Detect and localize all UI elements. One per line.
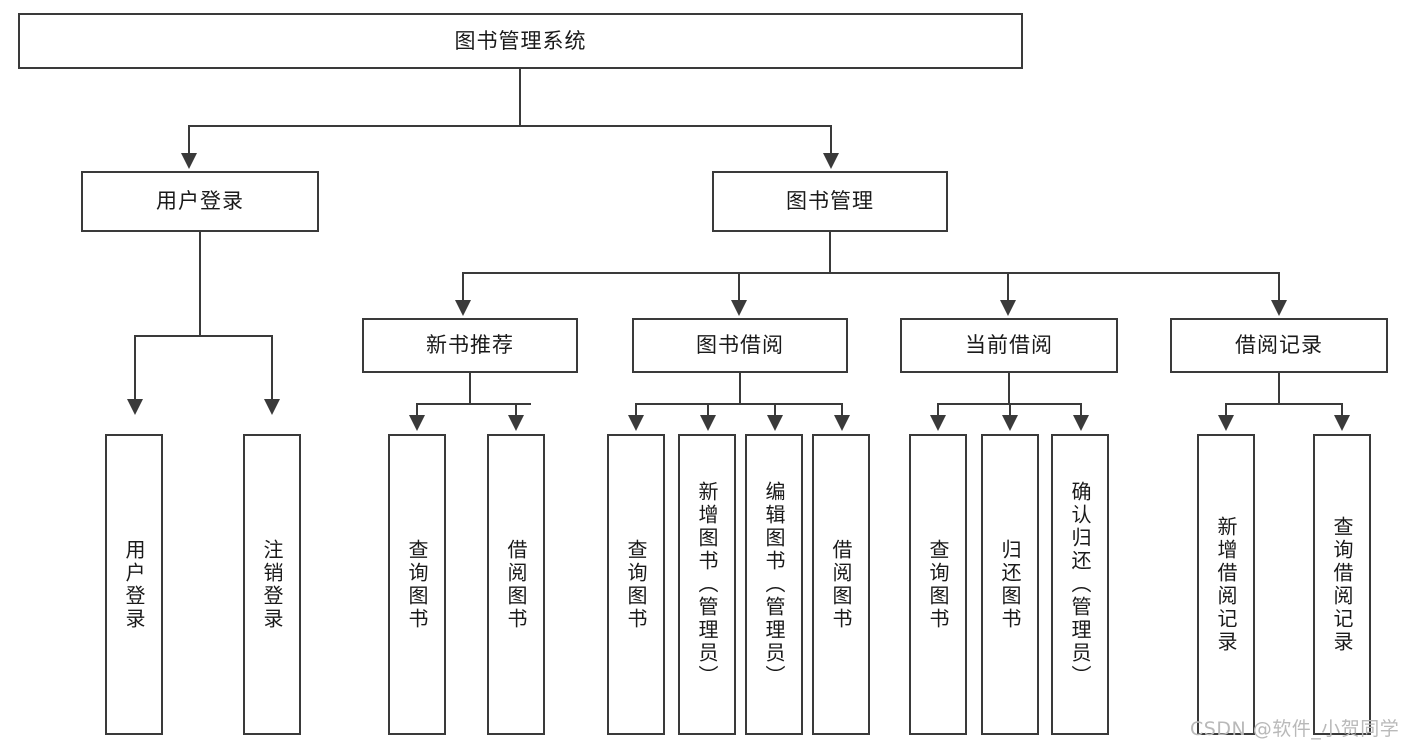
- arrow-br-add-record: [1218, 415, 1234, 431]
- node-bb-borrow-book[interactable]: 借阅图书: [812, 434, 870, 735]
- arrow-br-query-record: [1334, 415, 1350, 431]
- node-nb-query-book[interactable]: 查询图书: [388, 434, 446, 735]
- connector-book-borrow-drop-4: [841, 403, 843, 417]
- connector-user-login-drop-1: [134, 335, 136, 401]
- node-label: 新增图书（管理员）: [695, 481, 719, 688]
- node-br-query-record[interactable]: 查询借阅记录: [1313, 434, 1371, 735]
- connector-level3-bar: [462, 272, 1280, 274]
- connector-current-borrow-drop-2: [1009, 403, 1011, 417]
- connector-user-login-bar: [134, 335, 272, 337]
- connector-current-borrow-drop-3: [1080, 403, 1082, 417]
- connector-to-book-borrow: [738, 272, 740, 302]
- arrow-do-logout: [264, 399, 280, 415]
- connector-book-borrow-drop-1: [635, 403, 637, 417]
- connector-book-borrow-drop-2: [707, 403, 709, 417]
- node-label: 图书管理: [786, 189, 874, 214]
- node-borrow-record[interactable]: 借阅记录: [1170, 318, 1388, 373]
- arrow-nb-borrow-book: [508, 415, 524, 431]
- arrow-bb-edit-book: [767, 415, 783, 431]
- connector-borrow-record-bar: [1225, 403, 1343, 405]
- node-label: 查询图书: [926, 538, 950, 631]
- connector-to-current-borrow: [1007, 272, 1009, 302]
- node-new-book-recommend[interactable]: 新书推荐: [362, 318, 578, 373]
- arrow-bb-add-book: [700, 415, 716, 431]
- connector-current-borrow-stem: [1008, 373, 1010, 403]
- arrow-cb-query-book: [930, 415, 946, 431]
- node-label: 归还图书: [998, 538, 1022, 631]
- node-label: 用户登录: [122, 538, 146, 631]
- node-label: 确认归还（管理员）: [1068, 481, 1092, 688]
- arrow-to-current-borrow: [1000, 300, 1016, 316]
- node-label: 新书推荐: [426, 333, 514, 358]
- connector-borrow-record-drop-2: [1341, 403, 1343, 417]
- connector-new-book-bar: [416, 403, 531, 405]
- node-cb-return-book[interactable]: 归还图书: [981, 434, 1039, 735]
- node-label: 编辑图书（管理员）: [762, 481, 786, 688]
- node-label: 用户登录: [156, 189, 244, 214]
- node-bb-add-book[interactable]: 新增图书（管理员）: [678, 434, 736, 735]
- connector-user-login-drop-2: [271, 335, 273, 401]
- arrow-cb-confirm-return: [1073, 415, 1089, 431]
- connector-borrow-record-drop-1: [1225, 403, 1227, 417]
- connector-current-borrow-bar: [937, 403, 1080, 405]
- connector-book-manage-stem: [829, 232, 831, 272]
- node-bb-query-book[interactable]: 查询图书: [607, 434, 665, 735]
- connector-book-borrow-bar: [635, 403, 841, 405]
- node-label: 图书管理系统: [454, 28, 587, 53]
- node-cb-confirm-return[interactable]: 确认归还（管理员）: [1051, 434, 1109, 735]
- arrow-to-book-manage: [823, 153, 839, 169]
- connector-user-login-stem: [199, 232, 201, 335]
- node-current-borrow[interactable]: 当前借阅: [900, 318, 1118, 373]
- node-do-login[interactable]: 用户登录: [105, 434, 163, 735]
- node-label: 查询图书: [624, 538, 648, 631]
- connector-new-book-drop-2: [515, 403, 517, 417]
- connector-root-stem: [519, 69, 521, 127]
- node-label: 借阅图书: [829, 538, 853, 631]
- connector-current-borrow-drop-1: [937, 403, 939, 417]
- node-bb-edit-book[interactable]: 编辑图书（管理员）: [745, 434, 803, 735]
- node-label: 查询借阅记录: [1330, 515, 1354, 654]
- connector-borrow-record-stem: [1278, 373, 1280, 403]
- arrow-to-book-borrow: [731, 300, 747, 316]
- arrow-to-new-book-recommend: [455, 300, 471, 316]
- connector-book-borrow-drop-3: [774, 403, 776, 417]
- node-root-system[interactable]: 图书管理系统: [18, 13, 1023, 69]
- node-nb-borrow-book[interactable]: 借阅图书: [487, 434, 545, 735]
- arrow-bb-borrow-book: [834, 415, 850, 431]
- node-book-manage[interactable]: 图书管理: [712, 171, 948, 232]
- node-label: 借阅图书: [504, 538, 528, 631]
- node-label: 图书借阅: [696, 333, 784, 358]
- connector-book-borrow-stem: [739, 373, 741, 403]
- connector-new-book-drop-1: [416, 403, 418, 417]
- node-label: 查询图书: [405, 538, 429, 631]
- node-cb-query-book[interactable]: 查询图书: [909, 434, 967, 735]
- arrow-bb-query-book: [628, 415, 644, 431]
- connector-new-book-stem: [469, 373, 471, 403]
- connector-to-user-login: [188, 125, 190, 155]
- arrow-to-user-login: [181, 153, 197, 169]
- connector-level2-bar: [188, 125, 832, 127]
- arrow-do-login: [127, 399, 143, 415]
- node-user-login[interactable]: 用户登录: [81, 171, 319, 232]
- connector-to-new-book-recommend: [462, 272, 464, 302]
- node-label: 当前借阅: [965, 333, 1053, 358]
- node-label: 注销登录: [260, 538, 284, 631]
- arrow-nb-query-book: [409, 415, 425, 431]
- node-do-logout[interactable]: 注销登录: [243, 434, 301, 735]
- node-label: 借阅记录: [1235, 333, 1323, 358]
- node-br-add-record[interactable]: 新增借阅记录: [1197, 434, 1255, 735]
- csdn-watermark: CSDN @软件_小贺同学: [1190, 718, 1400, 740]
- node-label: 新增借阅记录: [1214, 515, 1238, 654]
- node-book-borrow[interactable]: 图书借阅: [632, 318, 848, 373]
- connector-to-borrow-record: [1278, 272, 1280, 302]
- arrow-to-borrow-record: [1271, 300, 1287, 316]
- arrow-cb-return-book: [1002, 415, 1018, 431]
- connector-to-book-manage: [830, 125, 832, 155]
